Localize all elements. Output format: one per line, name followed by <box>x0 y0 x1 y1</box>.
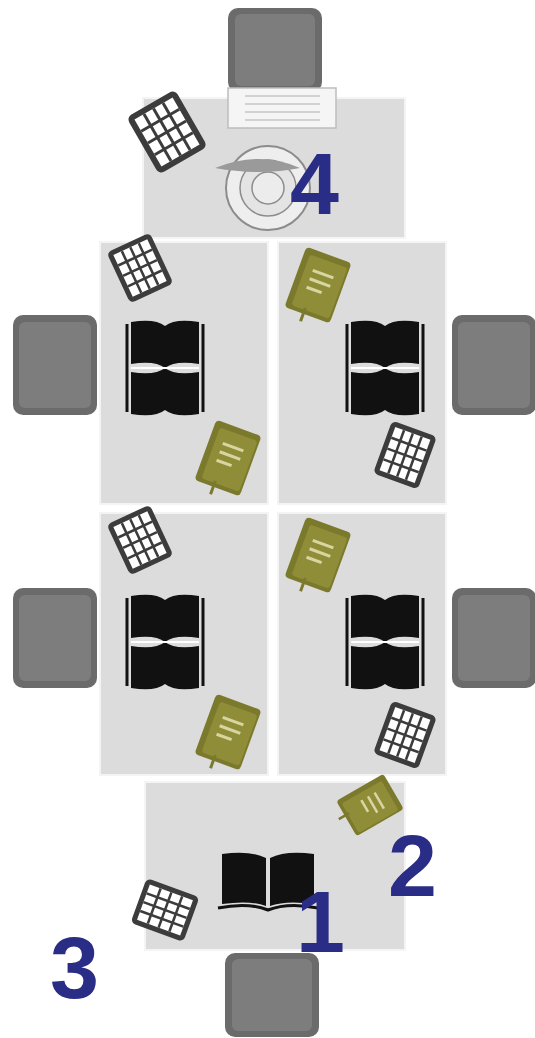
callout-number: 1 <box>296 878 345 966</box>
callout-number: 2 <box>388 822 437 910</box>
callout-number: 3 <box>50 924 99 1012</box>
callout-number: 4 <box>290 140 339 228</box>
